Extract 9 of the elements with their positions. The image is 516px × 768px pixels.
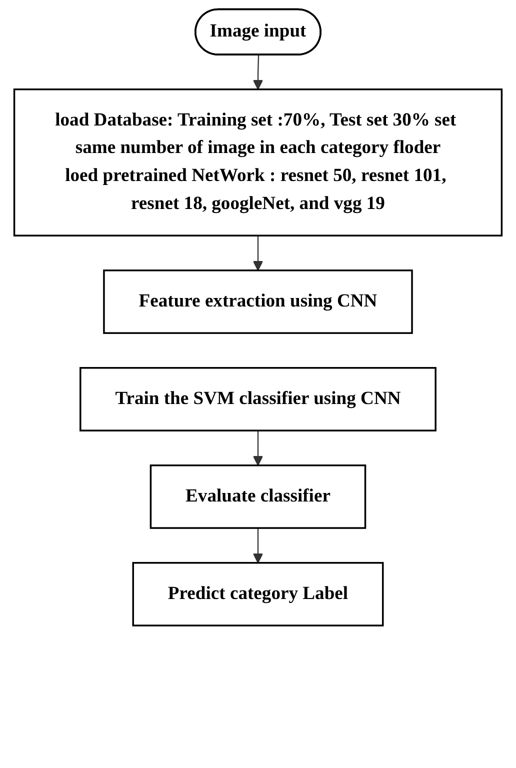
node-box: Feature extraction using CNN [103,270,413,334]
node-box: Predict category Label [132,562,384,626]
arrow [252,55,264,90]
node-box: load Database: Training set :70%, Test set 30% set same number of image in each category floder loed pretrained NetWork : resnet 50, resnet 101, resnet 18, googleNet, and vgg 19 [13,88,503,236]
arrow [252,528,264,564]
arrow [252,430,264,466]
arrow [252,236,264,271]
node-box: Train the SVM classifier using CNN [80,367,436,432]
node-box: Evaluate classifier [150,464,366,529]
